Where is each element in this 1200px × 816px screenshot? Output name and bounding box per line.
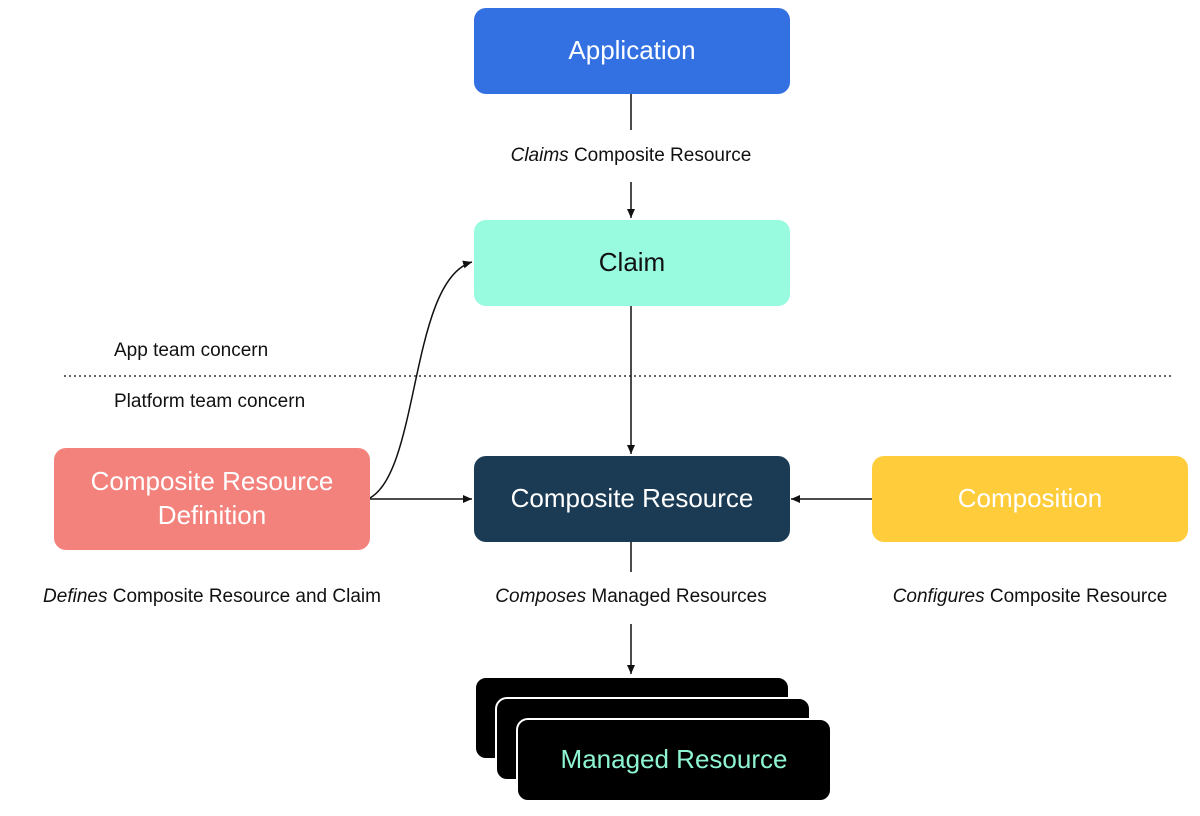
node-composite-resource-definition: Composite Resource Definition <box>54 448 370 550</box>
node-managed-resource-label: Managed Resource <box>560 744 788 775</box>
node-composition-label: Composition <box>957 483 1103 514</box>
edge-label-configures-verb: Configures <box>892 586 985 607</box>
node-claim: Claim <box>474 220 790 306</box>
node-composite-resource: Composite Resource <box>474 456 790 542</box>
zone-label-platform-team: Platform team concern <box>114 391 306 412</box>
edge-label-configures: Configures Composite Resource <box>893 586 1168 608</box>
edge-label-defines: Defines Composite Resource and Claim <box>43 586 381 608</box>
edge-label-composes: Composes Managed Resources <box>495 586 766 608</box>
node-xrd-line2: Definition <box>157 500 267 530</box>
edge-label-claims-verb: Claims <box>510 145 569 166</box>
node-composite-resource-label: Composite Resource <box>510 483 754 514</box>
zone-label-app-team: App team concern <box>114 340 269 361</box>
node-managed-resource: Managed Resource <box>516 718 832 802</box>
node-application: Application <box>474 8 790 94</box>
edge-xrd-claim <box>369 260 473 499</box>
edge-label-claims: Claims Composite Resource <box>511 145 752 167</box>
edge-label-configures-rest: Composite Resource <box>989 586 1168 607</box>
edge-label-defines-rest: Composite Resource and Claim <box>112 586 381 607</box>
node-application-label: Application <box>568 35 696 66</box>
node-xrd-line1: Composite Resource <box>90 466 334 497</box>
node-composition: Composition <box>872 456 1188 542</box>
node-claim-label: Claim <box>598 247 666 278</box>
edge-label-composes-verb: Composes <box>495 586 587 607</box>
edge-label-defines-verb: Defines <box>43 586 108 607</box>
edge-label-claims-rest: Composite Resource <box>573 145 752 166</box>
edge-label-composes-rest: Managed Resources <box>591 586 767 607</box>
